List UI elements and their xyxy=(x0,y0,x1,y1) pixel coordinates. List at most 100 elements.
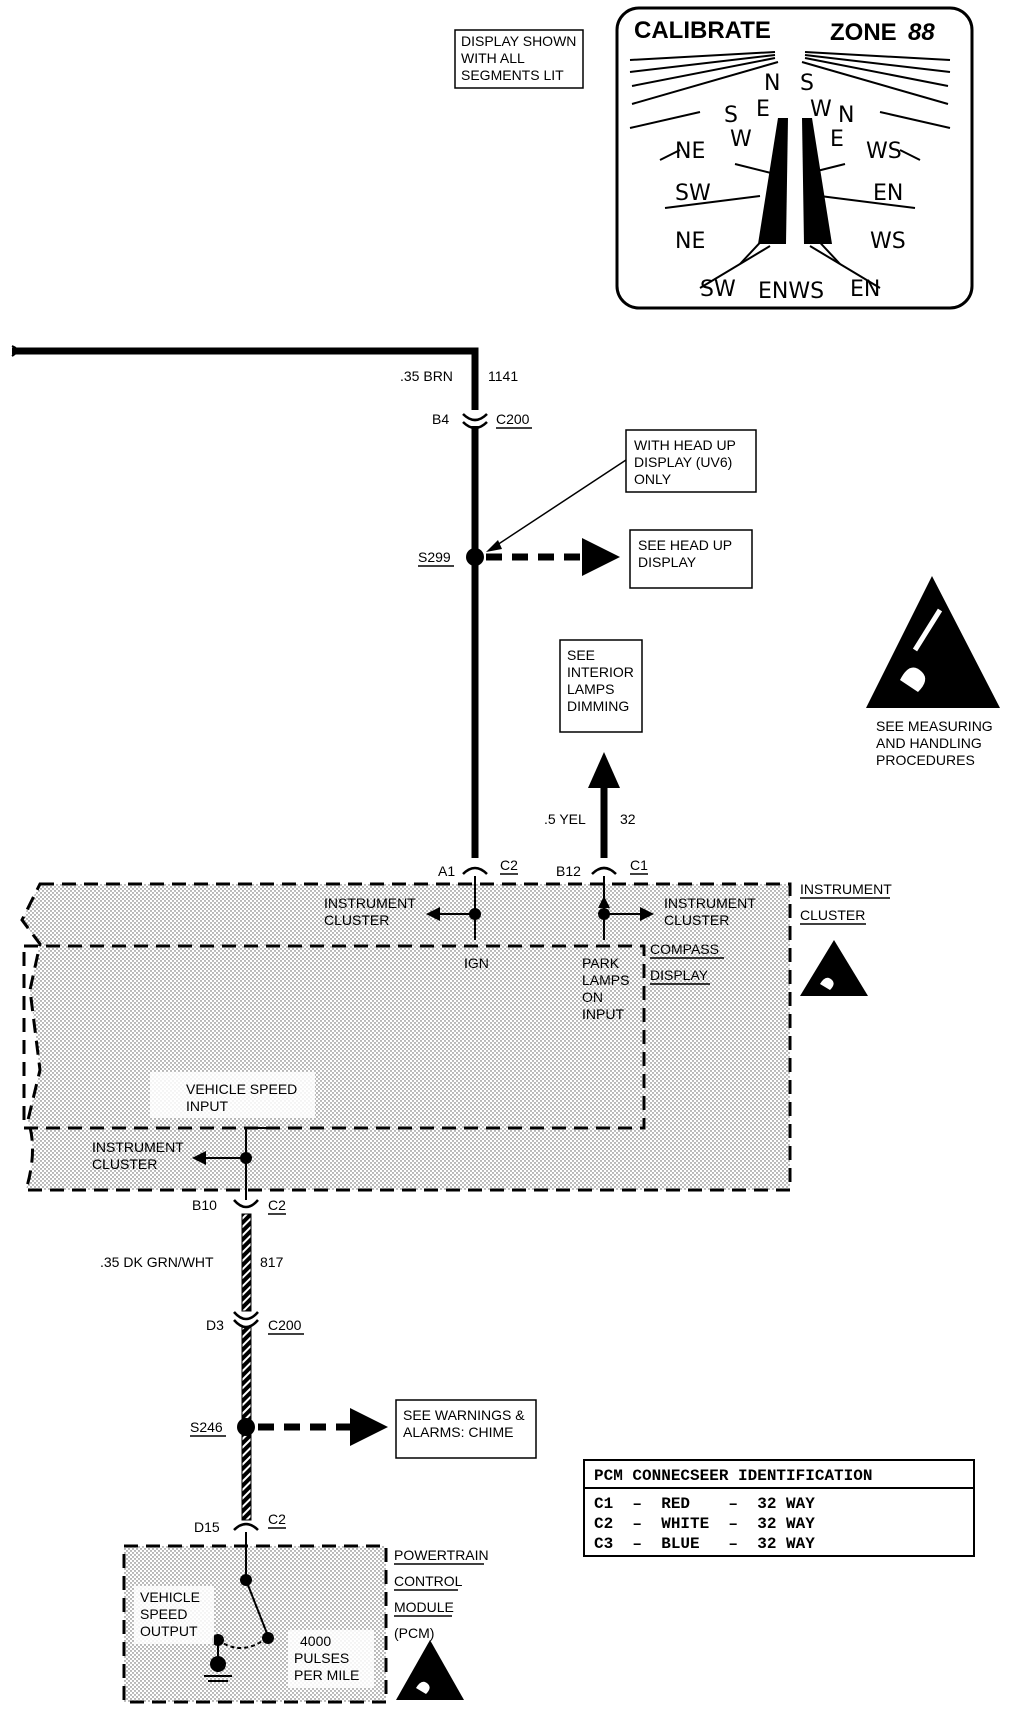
compass-dir-l1: E xyxy=(756,97,770,122)
esd-note-line-2: AND HANDLING xyxy=(876,735,982,751)
compass-dir-r0: S xyxy=(800,71,814,96)
compass-dir-r2: N xyxy=(838,103,854,128)
compass-dir-l3: W xyxy=(730,127,752,152)
callout-head-up-only: WITH HEAD UP DISPLAY (UV6) ONLY xyxy=(486,429,757,552)
conn-c1-b12: C1 xyxy=(630,857,648,873)
pin-d3: D3 xyxy=(206,1317,224,1333)
compass-title-1: COMPASS xyxy=(650,941,719,957)
yel-wire-circuit: 32 xyxy=(620,811,636,827)
display-note-box: DISPLAY SHOWN WITH ALL SEGMENTS LIT xyxy=(454,29,584,89)
conn-c2-a1: C2 xyxy=(500,857,518,873)
see-head-up-line-1: SEE HEAD UP xyxy=(638,537,732,553)
pcm-title-4: (PCM) xyxy=(394,1625,434,1641)
compass-dir-l7: SW xyxy=(700,277,736,302)
compass-title-zone: ZONE xyxy=(830,19,897,46)
grn-wire-circuit: 817 xyxy=(260,1254,284,1270)
vsi-line-2: INPUT xyxy=(186,1098,228,1114)
see-interior-line-4: DIMMING xyxy=(567,698,629,714)
conn-c2-d15: C2 xyxy=(268,1511,286,1527)
pcm-pulses-3: PER MILE xyxy=(294,1667,359,1683)
bottom-ref-1: INSTRUMENT xyxy=(92,1139,184,1155)
left-ref-2: CLUSTER xyxy=(324,912,389,928)
pcm-output-2: SPEED xyxy=(140,1606,187,1622)
compass-zone-digits: 88 xyxy=(908,19,935,46)
display-note-line-1: DISPLAY SHOWN xyxy=(461,33,576,49)
connector-c200-top: B4 C200 xyxy=(432,411,532,430)
callout-see-warnings: SEE WARNINGS & ALARMS: CHIME xyxy=(395,1399,537,1459)
connector-c200-bottom: D3 C200 xyxy=(206,1311,304,1335)
head-up-only-line-3: ONLY xyxy=(634,471,672,487)
esd-pcm-icon xyxy=(396,1640,464,1700)
esd-note-line-1: SEE MEASURING xyxy=(876,718,993,734)
vehicle-speed-input: VEHICLE SPEED INPUT INSTRUMENT CLUSTER B… xyxy=(92,1081,297,1215)
see-warnings-line-2: ALARMS: CHIME xyxy=(403,1424,513,1440)
instrument-cluster xyxy=(20,882,792,1192)
display-note-line-2: WITH ALL xyxy=(461,50,525,66)
pcm-title-3: MODULE xyxy=(394,1599,454,1615)
compass-needle-left xyxy=(758,118,788,244)
compass-needle-right xyxy=(802,118,832,244)
top-wire-gauge: .35 BRN xyxy=(400,368,453,384)
grn-wire: .35 DK GRN/WHT 817 xyxy=(100,1213,284,1521)
ign-label: IGN xyxy=(464,955,489,971)
connector-b12: B12 C1 INSTRUMENT CLUSTER PARK LAMPS ON … xyxy=(556,857,756,1022)
pcm-title-2: CONTROL xyxy=(394,1573,463,1589)
conn-c200-bottom: C200 xyxy=(268,1317,302,1333)
splice-s299: S299 xyxy=(418,538,620,576)
pcm-pulses-1: 4000 xyxy=(300,1633,331,1649)
see-warnings-line-1: SEE WARNINGS & xyxy=(403,1407,525,1423)
compass-dir-r6: WS xyxy=(870,229,906,254)
right-ref-2: CLUSTER xyxy=(664,912,729,928)
pcm-module: VEHICLE SPEED OUTPUT 4000 PULSES PER MIL… xyxy=(122,1532,388,1704)
compass-dir-r3: E xyxy=(830,127,844,152)
compass-dir-l6: NE xyxy=(675,229,705,254)
pcm-table-row-3: C3 – BLUE – 32 WAY xyxy=(594,1535,815,1553)
compass-title-2: DISPLAY xyxy=(650,967,709,983)
top-wire: .35 BRN 1141 xyxy=(11,345,518,858)
pcm-table-row-2: C2 – WHITE – 32 WAY xyxy=(594,1515,815,1533)
pcm-output-1: VEHICLE xyxy=(140,1589,200,1605)
esd-warning-icon xyxy=(866,576,1000,708)
pin-b4: B4 xyxy=(432,411,449,427)
cluster-title-2: CLUSTER xyxy=(800,907,865,923)
compass-display: CALIBRATE ZONE 88 xyxy=(615,6,974,310)
compass-dir-l5: SW xyxy=(675,181,711,206)
head-up-only-line-1: WITH HEAD UP xyxy=(634,437,736,453)
compass-title-calibrate: CALIBRATE xyxy=(634,17,771,44)
compass-dir-bottom: ENWS xyxy=(758,279,824,304)
see-head-up-line-2: DISPLAY xyxy=(638,554,697,570)
compass-dir-r1: W xyxy=(810,97,832,122)
compass-dir-l4: NE xyxy=(675,139,705,164)
left-ref-1: INSTRUMENT xyxy=(324,895,416,911)
compass-dir-l0: N xyxy=(764,71,780,96)
splice-s246-label: S246 xyxy=(190,1419,223,1435)
conn-c200-top: C200 xyxy=(496,411,530,427)
connector-d15: D15 C2 xyxy=(194,1511,286,1535)
pcm-pulses-2: PULSES xyxy=(294,1650,349,1666)
pcm-output-3: OUTPUT xyxy=(140,1623,198,1639)
callout-see-interior: SEE INTERIOR LAMPS DIMMING xyxy=(559,639,643,733)
yel-wire-gauge: .5 YEL xyxy=(544,811,586,827)
park-lamps-4: INPUT xyxy=(582,1006,624,1022)
esd-note-line-3: PROCEDURES xyxy=(876,752,975,768)
conn-c2-b10: C2 xyxy=(268,1197,286,1213)
pin-d15: D15 xyxy=(194,1519,220,1535)
park-lamps-2: LAMPS xyxy=(582,972,629,988)
bottom-ref-2: CLUSTER xyxy=(92,1156,157,1172)
compass-dir-r7: EN xyxy=(850,277,880,302)
esd-note: SEE MEASURING AND HANDLING PROCEDURES xyxy=(876,718,993,768)
pcm-connector-table: PCM CONNECSEER IDENTIFICATION C1 – RED –… xyxy=(583,1459,975,1557)
see-interior-line-2: INTERIOR xyxy=(567,664,634,680)
esd-small-icon xyxy=(800,940,868,996)
yel-wire: .5 YEL 32 xyxy=(544,752,636,858)
cluster-title-1: INSTRUMENT xyxy=(800,881,892,897)
pin-b10: B10 xyxy=(192,1197,217,1213)
compass-rays xyxy=(629,51,951,289)
compass-dir-r4: WS xyxy=(866,139,902,164)
callout-see-head-up: SEE HEAD UP DISPLAY xyxy=(629,529,753,589)
compass-dir-l2: S xyxy=(724,103,738,128)
pcm-table-title: PCM CONNECSEER IDENTIFICATION xyxy=(594,1467,872,1485)
park-lamps-1: PARK xyxy=(582,955,620,971)
see-interior-line-3: LAMPS xyxy=(567,681,614,697)
